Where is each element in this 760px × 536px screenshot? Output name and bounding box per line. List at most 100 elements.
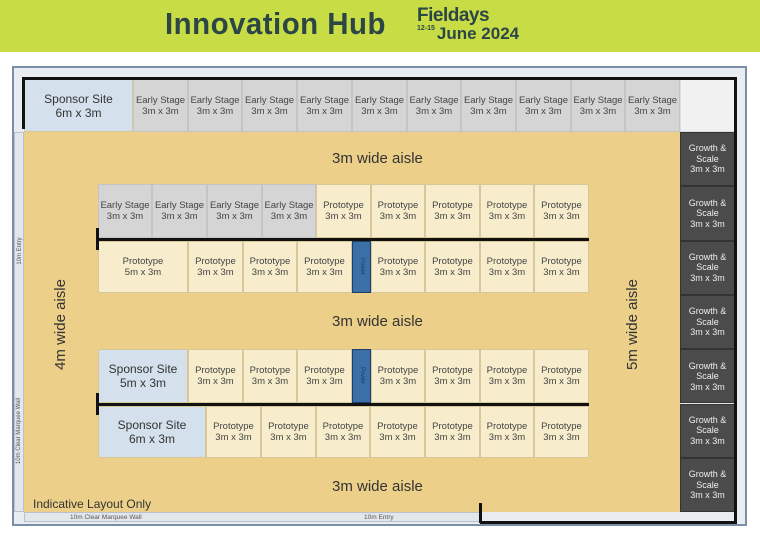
booth-name: Growth & Scale [688,306,727,327]
aisle-label-top: 3m wide aisle [332,150,423,167]
booth-size: 3m x 3m [361,105,398,117]
aisle-label-left: 4m wide aisle [52,279,69,370]
booth-size: 3m x 3m [690,381,725,392]
booth-name: Prototype [268,421,309,432]
top-wall [22,77,736,80]
booth-name: Early Stage [627,94,678,106]
booth-name: Early Stage [154,200,205,211]
booth-name: Prototype [432,421,473,432]
block2-divider [96,403,589,406]
booth-name: Sponsor Site [44,91,113,106]
top-left-wall [22,77,25,129]
booth-name: Prototype [322,421,364,432]
booth-name: Prototype [323,200,364,211]
booth-name: Early Stage [354,94,405,106]
left-wall-strip [14,132,24,512]
booth-size: 3m x 3m [543,432,580,443]
bottom-wall-label: 10m Clear Marquee Wall [70,514,142,521]
booth-size: 3m x 3m [379,432,416,443]
booth-name: Early Stage [573,94,623,106]
booth-name: Early Stage [299,94,350,106]
booth-size: 3m x 3m [690,164,725,175]
booth-name: Prototype [432,256,473,267]
booth-name: Prototype [541,421,582,432]
booth-name: Prototype [541,365,582,376]
booth-name: Prototype [486,421,528,432]
logo-month: June 2024 [436,24,520,43]
booth-name: Prototype [377,365,419,376]
booth-size: 3m x 3m [251,105,288,117]
booth-size: 3m x 3m [379,376,417,387]
booth-name: Prototype [304,365,345,376]
booth-size: 3m x 3m [379,211,417,222]
booth-size: 3m x 3m [543,267,580,278]
aisle-label-bottom: 3m wide aisle [332,478,423,495]
booth-size: 3m x 3m [306,267,343,278]
booth-size: 3m x 3m [270,432,307,443]
booth-size: 3m x 3m [434,376,471,387]
booth-name: Early Stage [518,94,569,106]
booth-name: Prototype [304,256,345,267]
booth-size: 3m x 3m [197,267,234,278]
booth-size: 3m x 3m [488,211,526,222]
booth-name: Growth & Scale [688,197,727,219]
booth-size: 3m x 3m [488,432,526,443]
booth-name: Prototype [486,256,528,267]
booth-name: Early Stage [209,200,260,211]
booth-size: 6m x 3m [128,432,175,446]
aisle-label-right: 5m wide aisle [624,279,641,370]
left-wall-label: 10m Clear Marquee Wall [16,397,22,465]
block1-end-cap [96,228,99,250]
page-title: Innovation Hub [165,6,386,41]
booth-size: 3m x 3m [142,105,179,117]
booth-name: Early Stage [100,200,150,211]
booth-name: Early Stage [244,94,295,106]
booth-size: 3m x 3m [690,327,725,338]
booth-name: Growth & Scale [688,251,727,273]
bottom-right-wall [480,521,737,524]
booth-size: 3m x 3m [634,105,671,117]
booth-size: 6m x 3m [55,105,102,120]
booth-size: 3m x 3m [690,272,725,283]
booth-size: 3m x 3m [434,267,471,278]
booth-name: Prototype [122,256,164,267]
booth-size: 3m x 3m [216,211,253,222]
right-wall [734,77,737,523]
booth-size: 3m x 3m [306,376,343,387]
booth-name: Growth & Scale [688,469,727,490]
block2-end-cap [96,393,99,415]
bottom-entry-label: 10m Entry [364,514,394,521]
power-booth: Power [352,349,371,403]
booth-size: 3m x 3m [379,267,417,278]
booth-size: 3m x 3m [306,105,343,117]
booth-name: Prototype [377,256,419,267]
booth-name: Early Stage [264,200,314,211]
booth-size: 3m x 3m [690,490,725,501]
booth-size: 3m x 3m [470,105,507,117]
booth-name: Prototype [432,365,473,376]
